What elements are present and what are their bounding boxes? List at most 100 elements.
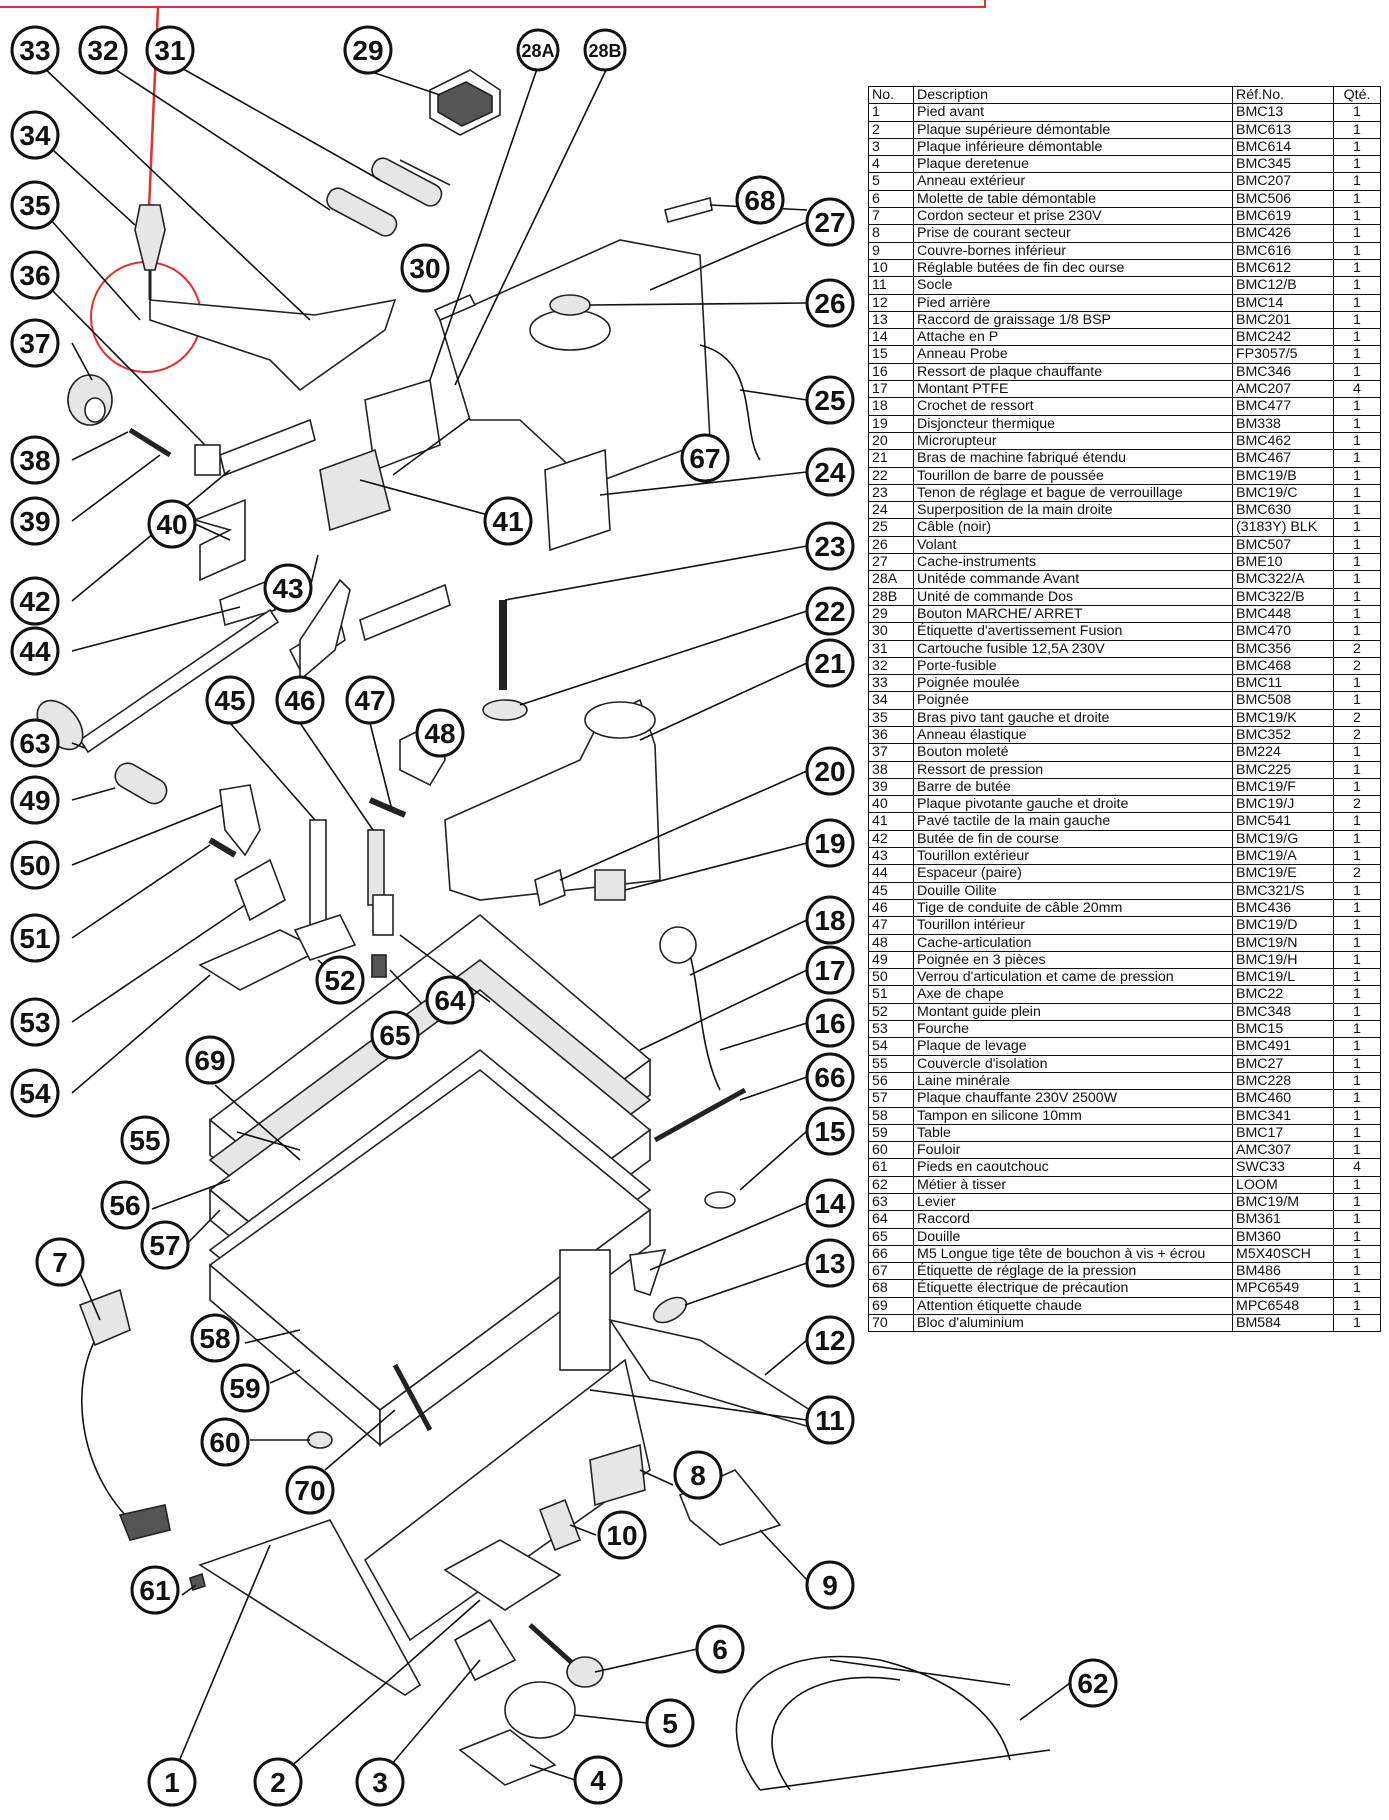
cell-ref: BMC356 — [1232, 639, 1334, 658]
callout-56: 56 — [100, 1180, 150, 1230]
cell-ref: BMC242 — [1232, 328, 1334, 347]
cell-no: 20 — [868, 431, 914, 451]
cell-description: Unitéde commande Avant — [913, 570, 1233, 589]
callout-49: 49 — [10, 775, 60, 825]
cell-ref: BMC19/N — [1232, 933, 1334, 952]
cell-description: Bras de machine fabriqué étendu — [913, 449, 1233, 468]
cell-no: 41 — [868, 812, 914, 831]
callout-50: 50 — [10, 840, 60, 890]
svg-text:60: 60 — [209, 1427, 240, 1458]
cell-description: Socle — [913, 276, 1233, 295]
cell-no: 49 — [868, 950, 914, 970]
cell-qty: 1 — [1333, 518, 1381, 537]
cell-no: 63 — [868, 1192, 914, 1212]
cell-ref: BMC19/G — [1232, 829, 1334, 849]
cell-description: Ressort de plaque chauffante — [913, 362, 1233, 382]
cell-description: Tourillon de barre de poussée — [913, 466, 1233, 485]
cell-description: Bloc d'aluminium — [913, 1314, 1233, 1333]
svg-text:58: 58 — [199, 1323, 230, 1354]
svg-text:28B: 28B — [588, 41, 621, 61]
cell-ref: BMC436 — [1232, 898, 1334, 918]
cell-qty: 1 — [1333, 1175, 1381, 1195]
cell-no: 28A — [868, 570, 914, 589]
cell-no: 5 — [868, 172, 914, 191]
callout-42: 42 — [10, 576, 60, 626]
callout-25: 25 — [805, 375, 855, 425]
cell-description: Plaque deretenue — [913, 155, 1233, 174]
svg-text:1: 1 — [164, 1767, 180, 1798]
callout-15: 15 — [805, 1106, 855, 1156]
cell-ref: BMC541 — [1232, 812, 1334, 831]
cell-no: 2 — [868, 120, 914, 139]
cell-ref: BMC19/D — [1232, 916, 1334, 935]
cell-no: 7 — [868, 207, 914, 226]
cell-description: Cache-articulation — [913, 933, 1233, 952]
cell-description: Raccord — [913, 1210, 1233, 1229]
cell-qty: 1 — [1333, 1279, 1381, 1298]
cell-ref: BMC348 — [1232, 1002, 1334, 1022]
cell-ref: BMC201 — [1232, 310, 1334, 330]
cell-description: Disjoncteur thermique — [913, 414, 1233, 433]
cell-description: Tige de conduite de câble 20mm — [913, 898, 1233, 918]
callout-51: 51 — [10, 913, 60, 963]
callout-18: 18 — [805, 895, 855, 945]
cell-qty: 1 — [1333, 1071, 1381, 1091]
cell-ref: BMC345 — [1232, 155, 1334, 174]
cell-ref: BMC19/E — [1232, 864, 1334, 883]
svg-text:68: 68 — [744, 185, 775, 216]
svg-text:41: 41 — [492, 506, 523, 537]
cell-qty: 1 — [1333, 328, 1381, 347]
svg-text:32: 32 — [87, 35, 118, 66]
cell-ref: BM360 — [1232, 1227, 1334, 1246]
cell-no: 39 — [868, 777, 914, 797]
svg-text:12: 12 — [814, 1325, 845, 1356]
callout-52: 52 — [315, 955, 365, 1005]
cell-ref: AMC207 — [1232, 380, 1334, 399]
svg-text:52: 52 — [324, 965, 355, 996]
callout-bubbles: 33 32 31 29 28A 28B 34 35 36 37 38 39 40… — [10, 25, 1118, 1807]
cell-description: Anneau extérieur — [913, 172, 1233, 191]
cell-description: Pieds en caoutchouc — [913, 1158, 1233, 1177]
cell-ref: BM584 — [1232, 1314, 1334, 1333]
callout-20: 20 — [805, 746, 855, 796]
part-sketches — [36, 69, 1051, 1791]
cell-description: Bras pivo tant gauche et droite — [913, 708, 1233, 727]
cell-no: 45 — [868, 881, 914, 900]
cell-no: 11 — [868, 276, 914, 295]
cell-description: Laine minérale — [913, 1071, 1233, 1091]
cell-qty: 1 — [1333, 155, 1381, 174]
callout-38: 38 — [10, 435, 60, 485]
cell-qty: 1 — [1333, 1192, 1381, 1212]
callout-36: 36 — [10, 250, 60, 300]
cell-no: 27 — [868, 553, 914, 572]
callout-22: 22 — [805, 586, 855, 636]
callout-61: 61 — [130, 1565, 180, 1615]
cell-no: 4 — [868, 155, 914, 174]
cell-description: Plaque de levage — [913, 1037, 1233, 1056]
cell-no: 16 — [868, 362, 914, 382]
cell-no: 57 — [868, 1089, 914, 1108]
cell-qty: 1 — [1333, 1210, 1381, 1229]
cell-description: Tampon en silicone 10mm — [913, 1106, 1233, 1125]
cell-ref: BMC507 — [1232, 535, 1334, 555]
cell-no: 28B — [868, 587, 914, 606]
cell-ref: BMC19/K — [1232, 708, 1334, 727]
cell-ref: BMC19/J — [1232, 795, 1334, 814]
cell-ref: BMC12/B — [1232, 276, 1334, 295]
cell-ref: SWC33 — [1232, 1158, 1334, 1177]
